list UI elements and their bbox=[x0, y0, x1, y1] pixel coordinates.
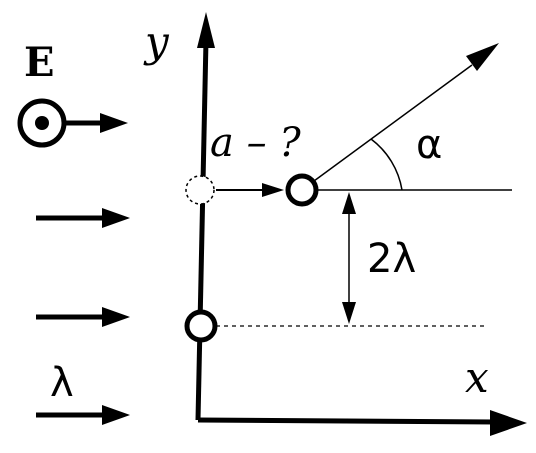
circle-dot-icon bbox=[17, 98, 67, 148]
x-axis-label: x bbox=[465, 353, 489, 402]
y-axis: y bbox=[143, 12, 215, 421]
initial-position bbox=[185, 175, 284, 205]
x-axis: x bbox=[197, 353, 527, 436]
incident-arrow-3 bbox=[36, 405, 130, 425]
displaced-source bbox=[285, 173, 319, 207]
angle-label: α bbox=[416, 122, 442, 168]
lower-source bbox=[184, 309, 218, 343]
question-label: a – ? bbox=[210, 120, 301, 166]
spacing-dimension: 2λ bbox=[342, 192, 416, 324]
field-indicator: E bbox=[17, 39, 128, 148]
lower-source-circle bbox=[184, 309, 218, 343]
incident-arrow-2 bbox=[36, 307, 130, 327]
displaced-source-circle bbox=[285, 173, 319, 207]
field-label: E bbox=[24, 39, 55, 86]
wavelength-label: λ bbox=[50, 360, 74, 406]
direction-arrow bbox=[313, 43, 499, 182]
dashed-source-circle bbox=[185, 175, 215, 205]
y-axis-label: y bbox=[143, 17, 170, 66]
incident-arrow-1 bbox=[36, 208, 130, 228]
angle-arc bbox=[370, 138, 403, 191]
spacing-label: 2λ bbox=[367, 236, 416, 282]
incident-wave-arrows: λ bbox=[36, 208, 130, 425]
